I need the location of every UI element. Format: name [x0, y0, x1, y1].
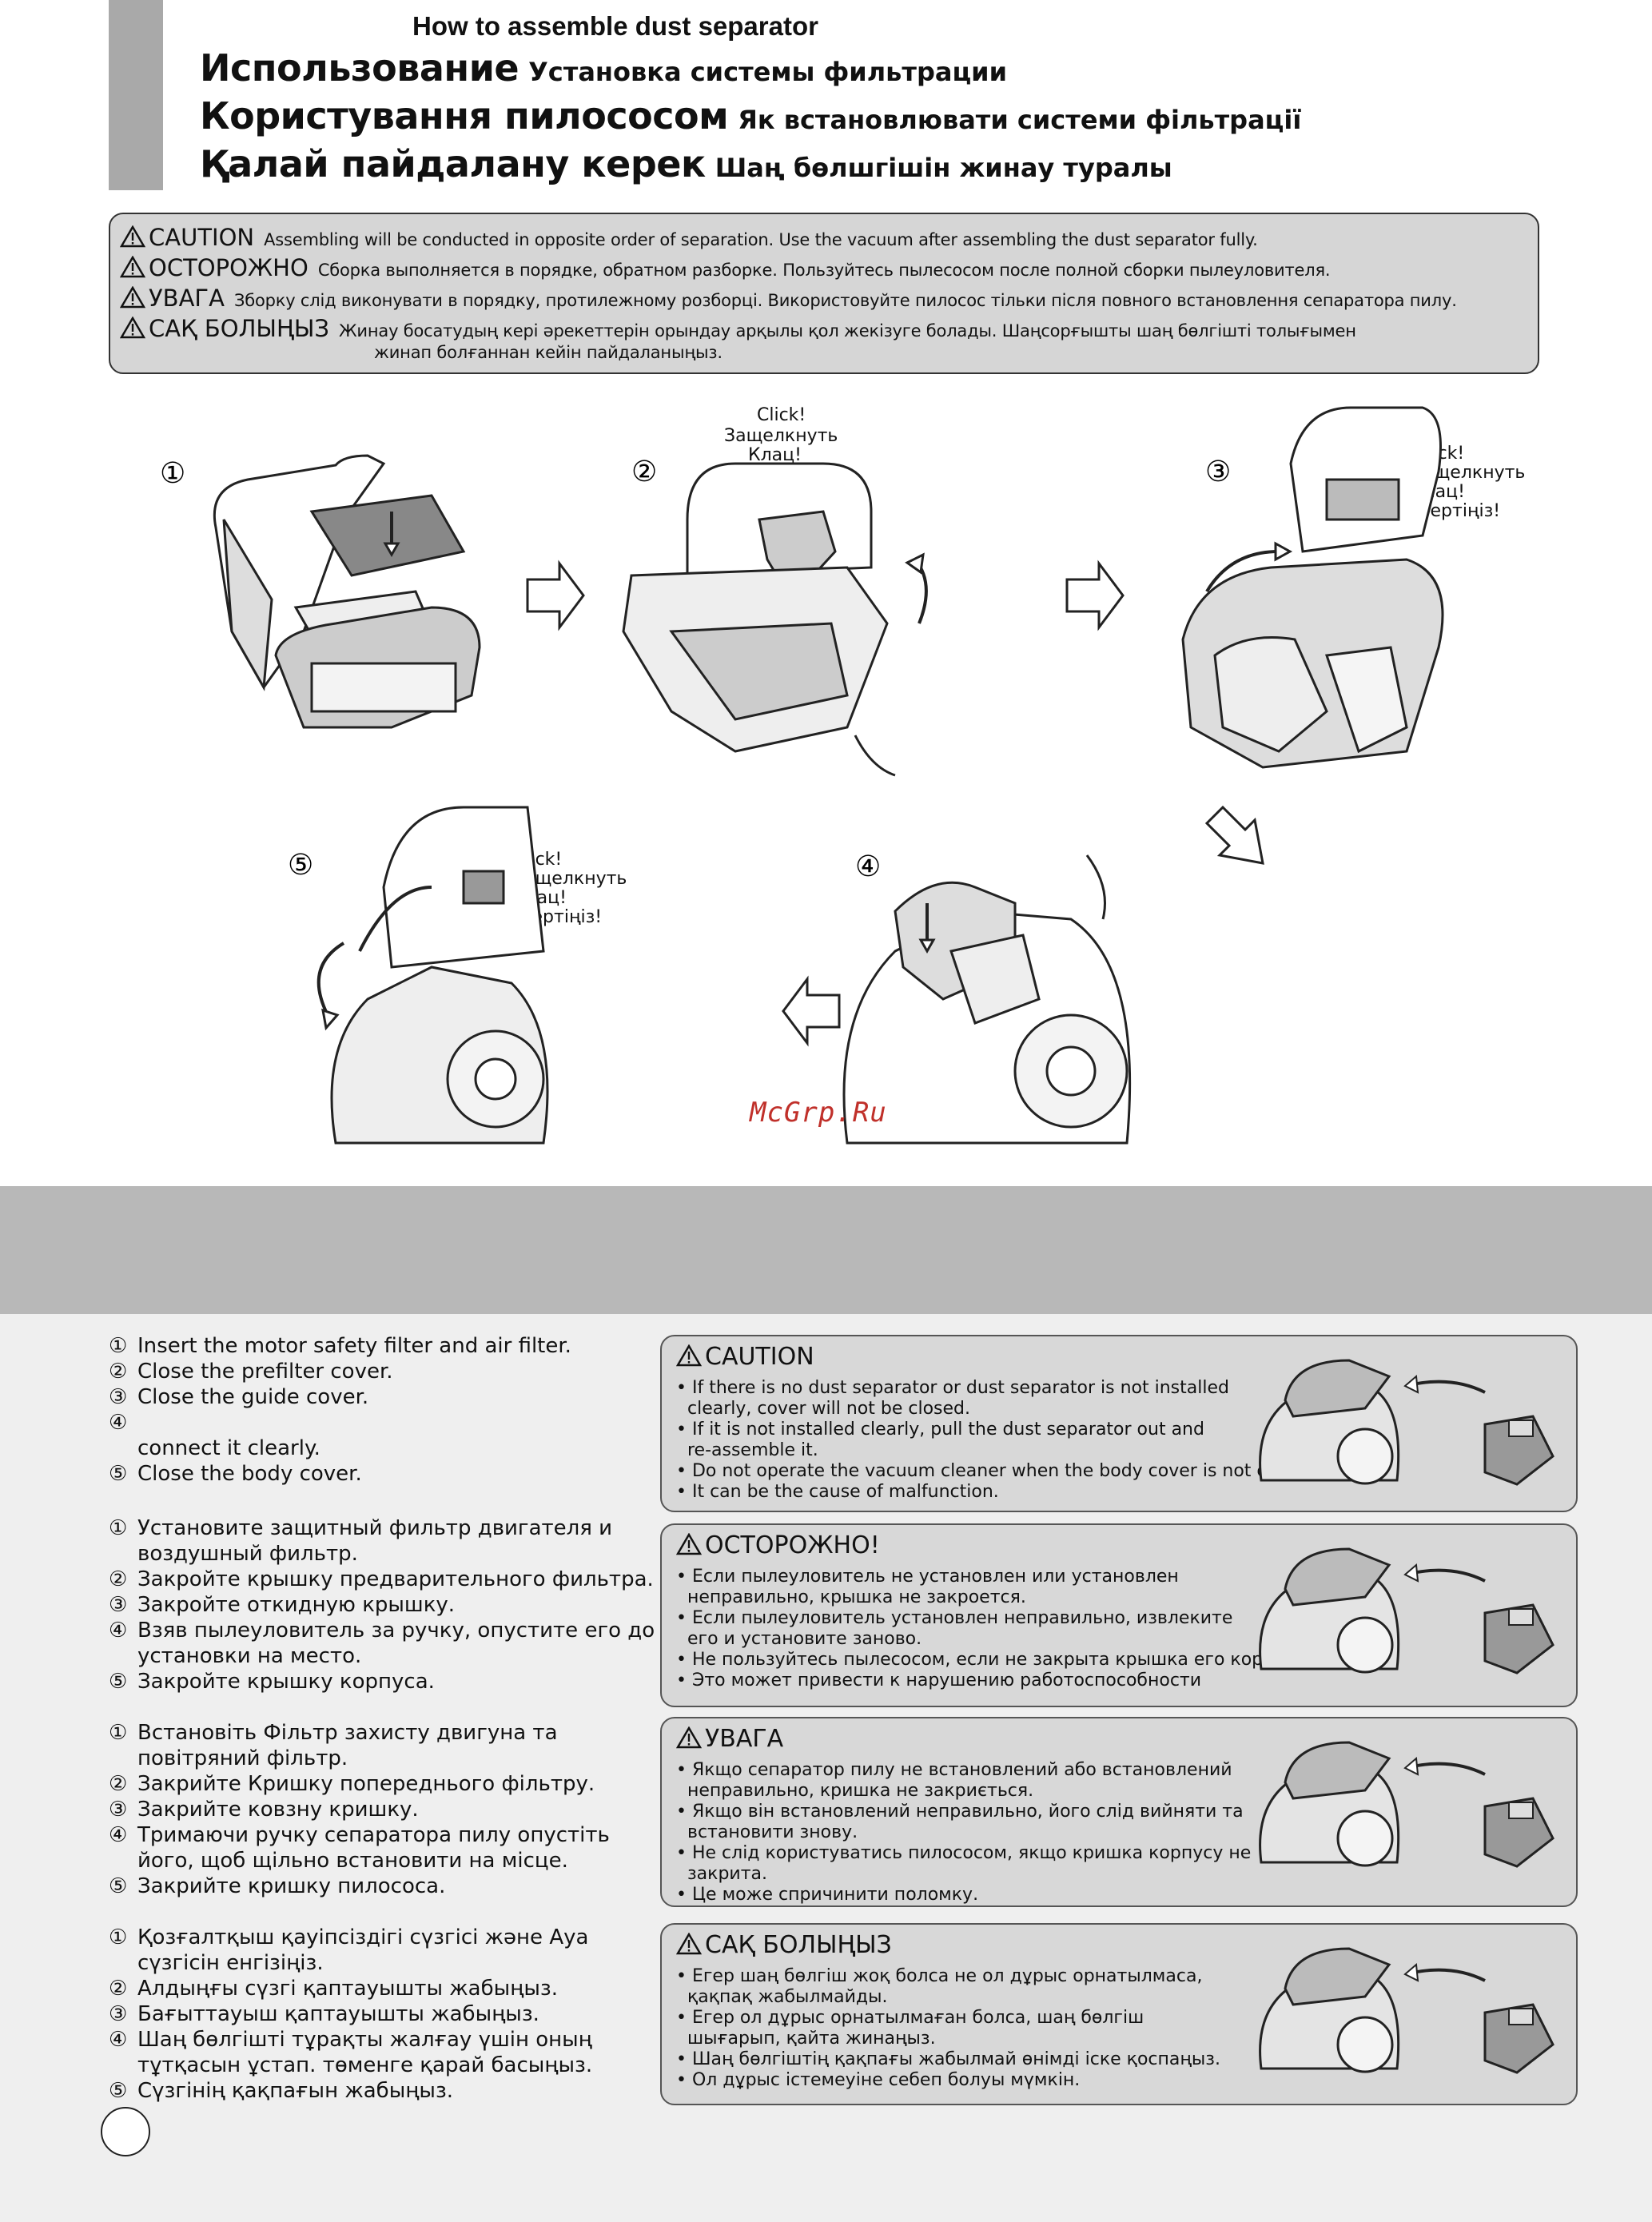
subtitle-uk: Як встановлювати системи фільтрації	[738, 105, 1302, 135]
step-item: сүзгісін енгізіңіз.	[137, 1951, 324, 1975]
caution-title: ОСТОРОЖНО!	[676, 1531, 880, 1559]
subtitle-ru: Установка системы фильтрации	[528, 57, 1007, 87]
caution-title: УВАГА	[676, 1725, 783, 1753]
subtitle-kk: Шаң бөлшгішін жинау туралы	[715, 153, 1172, 183]
title-row-kk: Қалай пайдалану керек Шаң бөлшгішін жинау…	[200, 142, 1172, 185]
step-item: тұтқасын ұстап. төменге қарай басыңыз.	[137, 2053, 593, 2077]
step-1-illustration	[213, 454, 481, 729]
step-1-number: ①	[160, 457, 185, 490]
title-row-uk: Користування пилососом Як встановлювати с…	[200, 94, 1301, 137]
warning-triangle-icon	[120, 286, 145, 309]
warning-triangle-icon	[676, 1344, 702, 1367]
caution-box-en: CAUTION • If there is no dust separator …	[660, 1335, 1578, 1512]
caution-bullets: • Если пылеуловитель не установлен или у…	[676, 1567, 1312, 1690]
step-5-number: ⑤	[288, 849, 313, 882]
step-2-number: ②	[631, 456, 657, 488]
step-4-illustration	[842, 854, 1132, 1145]
title-row-ru: Использование Установка системы фильтраци…	[200, 46, 1007, 90]
caution-bullets: • Егер шаң бөлгіш жоқ болса не ол дұрыс …	[676, 1966, 1220, 2090]
next-arrow-icon	[1204, 805, 1264, 865]
warning-triangle-icon	[120, 256, 145, 278]
vacuum-cover-illustration	[1259, 1947, 1554, 2074]
caution-bullets: • If there is no dust separator or dust …	[676, 1378, 1308, 1502]
caution-box-kk: САҚ БОЛЫҢЫЗ • Егер шаң бөлгіш жоқ болса …	[660, 1923, 1578, 2105]
vacuum-cover-illustration	[1259, 1547, 1554, 1674]
caution-title: САҚ БОЛЫҢЫЗ	[676, 1931, 892, 1959]
warning-triangle-icon	[120, 317, 145, 339]
step-2-illustration	[622, 462, 928, 777]
step-item: установки на место.	[137, 1644, 362, 1668]
step-item: його, щоб щільно встановити на місце.	[137, 1849, 568, 1873]
title-kk: Қалай пайдалану керек	[200, 142, 706, 185]
step-3-number: ③	[1205, 456, 1231, 488]
caution-box-uk: УВАГА • Якщо сепаратор пилу не встановле…	[660, 1717, 1578, 1907]
step-item: повітряний фільтр.	[137, 1746, 348, 1770]
warning-triangle-icon	[676, 1933, 702, 1955]
watermark: McGrp.Ru	[750, 1097, 887, 1129]
assembly-diagram: ① ② Click! Защелкнуть Клац! Шертіңіз! ③ …	[160, 405, 1525, 1145]
section-band	[0, 1186, 1652, 1314]
vacuum-cover-illustration	[1259, 1741, 1554, 1868]
step-5-illustration	[316, 806, 549, 1145]
next-arrow-icon	[782, 975, 841, 1047]
step-item: connect it clearly.	[137, 1436, 320, 1460]
warning-triangle-icon	[676, 1533, 702, 1555]
step-3-illustration	[1181, 406, 1444, 769]
next-arrow-icon	[526, 559, 585, 631]
svg-text:Click!: Click!	[757, 405, 806, 425]
page-title-en: How to assemble dust separator	[412, 11, 818, 41]
caution-line-kk-cont: жинап болғаннан кейін пайдаланыңыз.	[374, 343, 723, 362]
warning-triangle-icon	[120, 225, 145, 248]
warning-triangle-icon	[676, 1726, 702, 1749]
step-4-number: ④	[855, 850, 881, 883]
section-side-bar	[109, 0, 163, 190]
caution-bullets: • Якщо сепаратор пилу не встановлений аб…	[676, 1760, 1252, 1905]
next-arrow-icon	[1065, 559, 1125, 631]
vacuum-cover-illustration	[1259, 1359, 1554, 1486]
svg-text:Клац!: Клац!	[748, 445, 802, 465]
title-ru: Использование	[200, 46, 519, 90]
caution-box-ru: ОСТОРОЖНО! • Если пылеуловитель не устан…	[660, 1523, 1578, 1707]
step-item: ④	[109, 1411, 128, 1435]
step-item: воздушный фильтр.	[137, 1542, 358, 1566]
page-number-circle	[101, 2107, 150, 2156]
svg-text:Защелкнуть: Защелкнуть	[724, 426, 838, 446]
title-uk: Користування пилососом	[200, 94, 729, 137]
caution-title: CAUTION	[676, 1343, 814, 1371]
